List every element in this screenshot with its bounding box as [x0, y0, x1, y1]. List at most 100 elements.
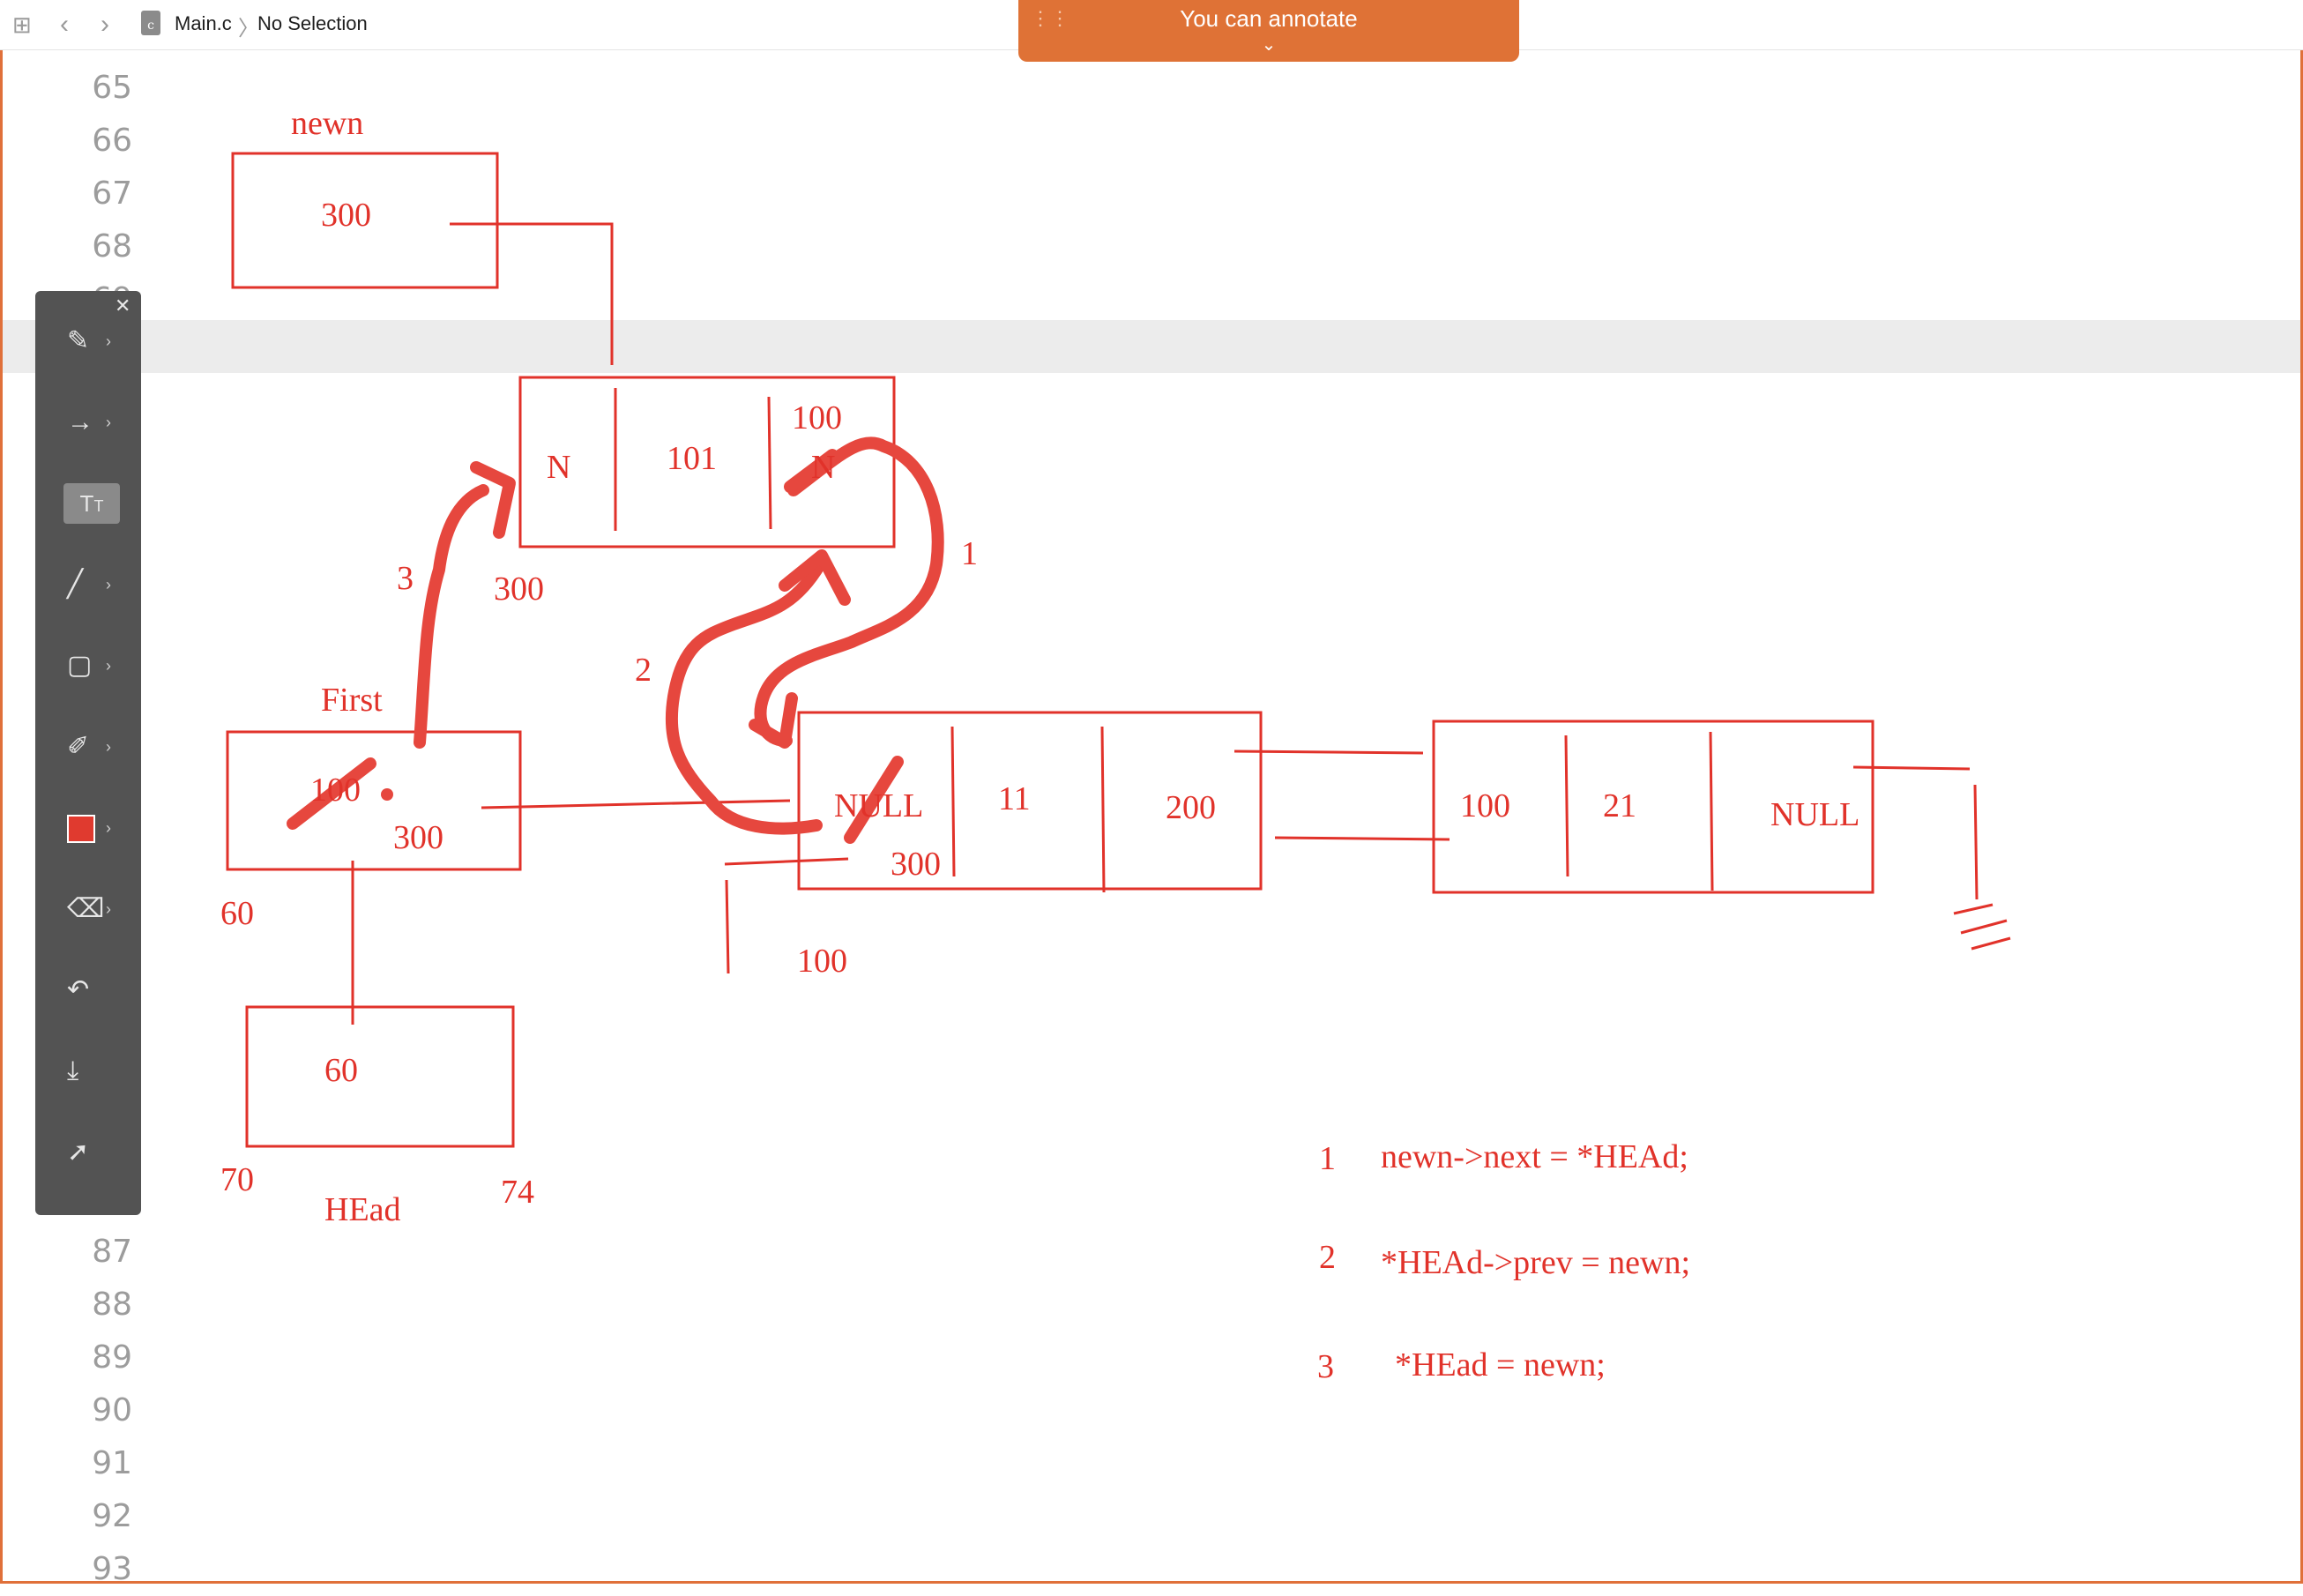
line-number: 67: [92, 175, 132, 212]
highlighter-icon[interactable]: ✎›: [67, 326, 111, 355]
first-old: 100: [310, 772, 361, 809]
step-1-number: 1: [1319, 1140, 1336, 1177]
drag-handle-icon[interactable]: ⋮⋮: [1031, 7, 1070, 29]
node2-next: NULL: [1770, 796, 1860, 833]
node1-next: 200: [1166, 789, 1216, 826]
node2-prev-link: [1274, 836, 1450, 841]
newn-to-node-line: [450, 222, 614, 365]
prev-overwrite-line: [724, 857, 849, 866]
annotation-strokes: [287, 436, 944, 844]
newn-box: [231, 152, 499, 289]
breadcrumb-selection[interactable]: No Selection: [257, 12, 368, 34]
line-number: 68: [92, 228, 132, 265]
node1-divider-2: [1100, 726, 1106, 893]
arrow-1-stroke: [754, 436, 944, 747]
node2-divider-1: [1564, 735, 1569, 877]
node1-next-link: [1233, 750, 1424, 755]
head-addr-right: 74: [501, 1174, 534, 1211]
first-label: First: [321, 682, 383, 719]
node1-data: 11: [998, 780, 1031, 817]
forward-arrow-icon[interactable]: ›: [101, 10, 109, 39]
head-label: HEad: [324, 1191, 401, 1228]
ground-stem: [1973, 784, 1979, 900]
eraser-icon[interactable]: ⌫›: [67, 894, 111, 923]
back-arrow-icon[interactable]: ‹: [60, 10, 69, 39]
arrow-2-head: [779, 549, 851, 606]
step-3-code: *HEad = newn;: [1395, 1346, 1606, 1383]
grid-icon[interactable]: ⊞: [12, 11, 32, 38]
line-number: 93: [92, 1551, 132, 1587]
undo-icon[interactable]: ↶: [67, 975, 90, 1004]
first-new: 300: [393, 819, 443, 856]
breadcrumb-separator-icon: 〉: [238, 17, 259, 41]
dot-mark: [381, 788, 393, 801]
mid-data: 101: [667, 440, 717, 477]
line-number: 65: [92, 70, 132, 106]
line-number: 87: [92, 1234, 132, 1270]
line-number: 88: [92, 1286, 132, 1323]
c-file-icon: c: [141, 11, 160, 35]
label-1: 1: [961, 535, 978, 572]
new-node-box: [518, 376, 896, 548]
line-number: 92: [92, 1498, 132, 1534]
addr-300: 300: [494, 571, 544, 608]
step-3-number: 3: [1317, 1348, 1334, 1385]
ground-mark-1: [1953, 903, 1994, 915]
null-link: [1852, 765, 1971, 771]
node1-strike-stroke: [844, 756, 904, 844]
node2-data: 21: [1603, 787, 1636, 824]
node2-box: [1432, 720, 1874, 894]
node1-prev: NULL: [834, 787, 923, 824]
breadcrumb-file[interactable]: Main.c: [175, 12, 232, 34]
annotation-text: newn 300 N 101 100 N 1 2 3 300 First 100…: [220, 105, 1860, 1385]
node1-box: [797, 711, 1263, 891]
first-to-node1-line: [481, 799, 791, 809]
ground-mark-2: [1960, 919, 2008, 935]
node1-prev-new: 300: [891, 846, 941, 883]
rectangle-icon[interactable]: ▢›: [67, 651, 111, 680]
text-tool-icon[interactable]: TT: [63, 483, 120, 524]
step-2-number: 2: [1319, 1239, 1336, 1276]
mid-prev: N: [547, 449, 570, 486]
line-icon[interactable]: ╱›: [67, 570, 111, 599]
head-value: 60: [324, 1052, 358, 1089]
arrow-icon[interactable]: →›: [67, 407, 111, 436]
node1-addr: 100: [797, 943, 847, 980]
label-3: 3: [397, 560, 414, 597]
node1-divider-1: [950, 726, 956, 877]
arrow-3-stroke: [414, 484, 489, 749]
newn-value: 300: [321, 197, 371, 234]
label-2: 2: [635, 652, 652, 689]
banner-title: You can annotate: [1180, 5, 1358, 32]
first-strike-stroke: [287, 757, 376, 830]
current-line-highlight: [3, 320, 2300, 373]
head-addr-left: 70: [220, 1161, 254, 1198]
newn-label: newn: [291, 105, 363, 142]
prev-pointer-stem: [725, 879, 730, 974]
step-1-code: newn->next = *HEAd;: [1381, 1138, 1688, 1175]
annotate-banner[interactable]: ⋮⋮ You can annotate ⌄: [1018, 0, 1519, 62]
mid-next: N: [811, 449, 835, 486]
node2-prev: 100: [1460, 787, 1510, 824]
arrow-3-head: [470, 461, 516, 539]
close-icon[interactable]: ✕: [115, 295, 131, 317]
step-2-code: *HEAd->prev = newn;: [1381, 1244, 1690, 1281]
save-icon[interactable]: ⤓: [67, 1056, 79, 1085]
pointer-icon[interactable]: ➚: [67, 1137, 90, 1167]
node2-divider-2: [1709, 731, 1714, 891]
mid-next-strike-stroke: [784, 449, 838, 493]
first-box: [226, 730, 522, 871]
arrow-1-head: [749, 692, 798, 749]
annotation-toolbar: ✕ ✎› →› TT ╱› ▢› ✐› › ⌫› ↶ ⤓ ➚: [35, 291, 141, 1215]
line-number: 66: [92, 123, 132, 159]
new-node-divider-2: [767, 396, 772, 530]
color-swatch[interactable]: ›: [67, 808, 122, 848]
annotation-boxes: [226, 152, 2011, 1148]
chevron-down-icon[interactable]: ⌄: [1261, 35, 1277, 55]
mid-next-addr: 100: [792, 399, 842, 436]
head-box: [245, 1005, 515, 1148]
ground-mark-3: [1971, 936, 2011, 951]
line-number: 90: [92, 1392, 132, 1428]
pen-icon[interactable]: ✐›: [67, 732, 111, 761]
